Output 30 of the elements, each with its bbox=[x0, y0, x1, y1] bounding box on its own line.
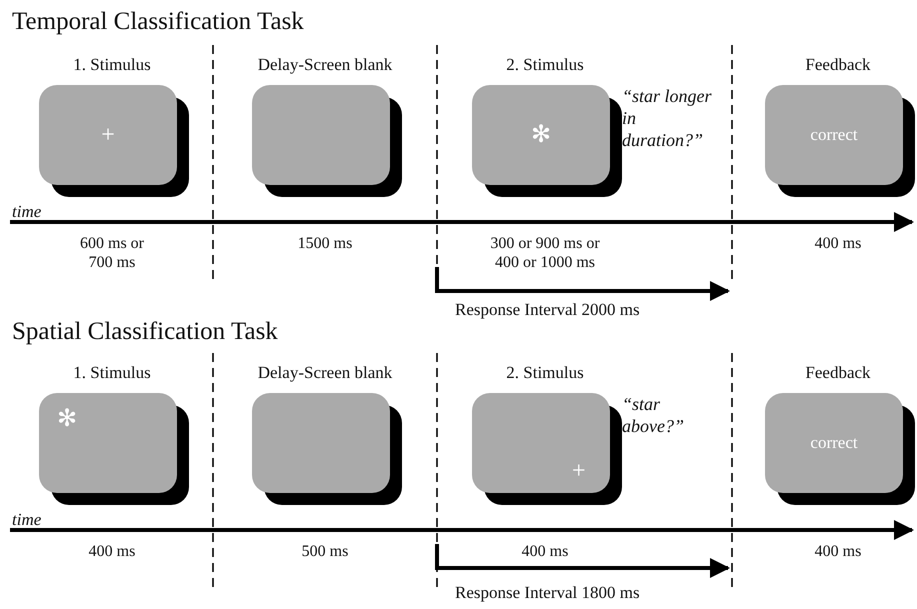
duration-label: 400 ms bbox=[88, 542, 136, 561]
question-text: “star longer in duration?” bbox=[622, 85, 713, 151]
section-title: Temporal Classification Task bbox=[12, 8, 304, 36]
feedback-text: correct bbox=[809, 124, 859, 146]
interval-label: Response Interval 1800 ms bbox=[455, 583, 640, 603]
stimulus-symbol: ✻ bbox=[57, 407, 77, 431]
duration-label: 400 ms bbox=[814, 234, 862, 253]
screen-heading: 2. Stimulus bbox=[505, 55, 585, 75]
duration-label: 1500 ms bbox=[296, 234, 354, 253]
stimulus-symbol: + bbox=[572, 459, 586, 483]
duration-label: 400 ms bbox=[520, 542, 570, 561]
screen-heading: Delay-Screen blank bbox=[256, 55, 394, 75]
duration-label: 600 ms or 700 ms bbox=[79, 234, 145, 272]
question-text: “star above?” bbox=[622, 393, 685, 437]
axis-label: time bbox=[12, 202, 42, 222]
interval-label: Response Interval 2000 ms bbox=[455, 300, 640, 320]
duration-label: 400 ms bbox=[814, 542, 862, 561]
duration-label: 500 ms bbox=[300, 542, 350, 561]
stimulus-symbol: + bbox=[100, 123, 116, 147]
screen-heading: 2. Stimulus bbox=[505, 363, 585, 383]
screen-heading: 1. Stimulus bbox=[72, 363, 152, 383]
section-title: Spatial Classification Task bbox=[12, 318, 278, 346]
screen-heading: Feedback bbox=[804, 363, 872, 383]
feedback-text: correct bbox=[809, 432, 859, 454]
axis-label: time bbox=[12, 510, 42, 530]
screen-heading: 1. Stimulus bbox=[72, 55, 152, 75]
screen-heading: Feedback bbox=[804, 55, 872, 75]
stimulus-symbol: ✻ bbox=[530, 123, 552, 147]
duration-label: 300 or 900 ms or 400 or 1000 ms bbox=[489, 234, 601, 272]
screen-heading: Delay-Screen blank bbox=[256, 363, 394, 383]
